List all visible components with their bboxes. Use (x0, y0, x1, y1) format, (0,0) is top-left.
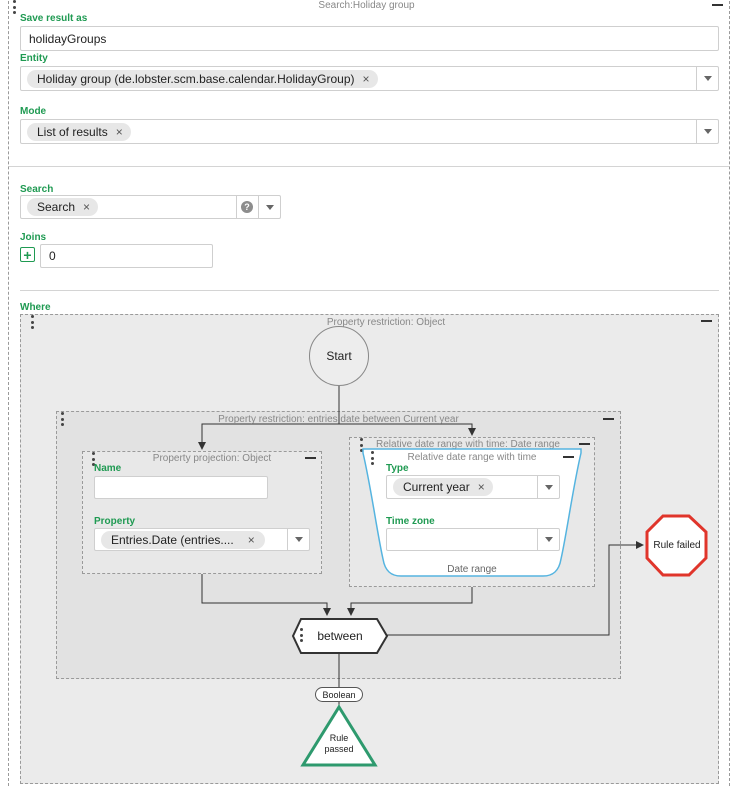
projection-name-label: Name (94, 463, 122, 474)
projection-property-chip-remove-icon[interactable]: × (247, 532, 255, 547)
rule-failed-octagon-icon (645, 514, 708, 577)
between-node-outline (291, 618, 389, 654)
projection-container (82, 451, 322, 574)
date-range-timezone-label: Time zone (386, 516, 435, 527)
search-select-separator (236, 196, 237, 218)
search-chip-label: Search (37, 200, 76, 214)
object-restriction-collapse-icon[interactable] (701, 320, 712, 322)
projection-property-label: Property (94, 516, 136, 527)
where-label: Where (20, 302, 51, 313)
mode-select[interactable]: List of results × (20, 119, 719, 144)
search-label: Search (20, 184, 54, 195)
joins-label: Joins (20, 232, 47, 243)
save-result-value: holidayGroups (29, 31, 107, 46)
object-restriction-drag-handle-icon[interactable] (30, 315, 34, 329)
search-container (8, 0, 730, 786)
projection-title: Property projection: Object (152, 453, 272, 464)
boolean-badge: Boolean (315, 687, 363, 702)
date-range-type-chip-label: Current year (403, 480, 470, 494)
save-result-input[interactable]: holidayGroups (20, 26, 719, 51)
projection-property-select[interactable]: Entries.Date (entries.... × (94, 528, 310, 551)
projection-property-chip-label: Entries.Date (entries.... (111, 532, 234, 547)
date-range-outer-drag-handle-icon[interactable] (359, 438, 363, 452)
entries-restriction-title: Property restriction: entries date betwe… (218, 414, 459, 425)
date-range-type-chip-remove-icon[interactable]: × (477, 480, 485, 494)
projection-collapse-icon[interactable] (305, 457, 316, 459)
date-range-inner-title: Relative date range with time (407, 452, 537, 463)
rule-failed-label: Rule failed (653, 540, 701, 551)
rule-passed-triangle-icon (300, 704, 378, 767)
joins-divider (20, 290, 719, 291)
rule-passed-line2: passed (324, 744, 354, 754)
date-range-timezone-dropdown-icon[interactable] (537, 529, 559, 550)
rule-passed-line1: Rule (329, 733, 349, 743)
start-node-label: Start (326, 349, 352, 363)
date-range-type-chip: Current year × (393, 478, 493, 496)
date-range-timezone-select[interactable] (386, 528, 560, 551)
boolean-badge-label: Boolean (322, 689, 356, 700)
flow-connectors (198, 385, 644, 706)
start-node[interactable]: Start (309, 326, 369, 386)
joins-input[interactable]: 0 (40, 244, 213, 268)
section-divider (9, 166, 729, 167)
object-restriction-title: Property restriction: Object (326, 317, 446, 328)
between-node-label: between (317, 629, 363, 643)
search-container-title: Search:Holiday group (318, 0, 415, 11)
date-range-type-select[interactable]: Current year × (386, 475, 560, 499)
search-select[interactable]: Search × ? (20, 195, 281, 219)
entries-restriction-drag-handle-icon[interactable] (60, 412, 64, 426)
date-range-inner-drag-handle-icon[interactable] (370, 451, 374, 465)
projection-name-input[interactable] (94, 476, 268, 499)
save-result-label: Save result as (20, 13, 88, 24)
joins-value: 0 (49, 249, 56, 263)
mode-label: Mode (20, 106, 47, 117)
date-range-inner-collapse-icon[interactable] (563, 456, 574, 458)
entity-label: Entity (20, 53, 48, 64)
search-dropdown-icon[interactable] (258, 196, 280, 218)
entries-restriction-collapse-icon[interactable] (603, 418, 614, 420)
projection-drag-handle-icon[interactable] (91, 452, 95, 466)
between-node-drag-handle-icon[interactable] (299, 628, 303, 642)
rule-passed-label: Rule passed (300, 733, 378, 755)
projection-property-dropdown-icon[interactable] (287, 529, 309, 550)
search-chip: Search × (27, 198, 99, 216)
search-container-drag-handle-icon[interactable] (12, 0, 16, 14)
entity-select[interactable]: Holiday group (de.lobster.scm.base.calen… (20, 66, 719, 91)
rule-failed-octagon-shape (645, 514, 708, 577)
rule-passed-triangle-shape (300, 704, 378, 767)
entity-dropdown-icon[interactable] (696, 67, 718, 90)
date-range-type-dropdown-icon[interactable] (537, 476, 559, 498)
entity-chip-remove-icon[interactable]: × (362, 71, 370, 86)
mode-chip-label: List of results (37, 124, 108, 139)
search-help-icon[interactable]: ? (241, 201, 253, 213)
date-range-type-label: Type (386, 463, 409, 474)
entity-chip: Holiday group (de.lobster.scm.base.calen… (27, 69, 378, 88)
entity-chip-label: Holiday group (de.lobster.scm.base.calen… (37, 71, 355, 86)
date-range-footer: Date range (447, 564, 497, 575)
search-container-collapse-icon[interactable] (712, 4, 723, 6)
date-range-outer-title: Relative date range with time: Date rang… (376, 439, 560, 450)
mode-chip: List of results × (27, 122, 131, 141)
mode-dropdown-icon[interactable] (696, 120, 718, 143)
projection-property-chip: Entries.Date (entries.... × (101, 530, 265, 549)
mode-chip-remove-icon[interactable]: × (115, 124, 123, 139)
search-chip-remove-icon[interactable]: × (83, 200, 91, 214)
add-join-plus-icon[interactable]: + (20, 247, 35, 262)
date-range-outer-collapse-icon[interactable] (579, 443, 590, 445)
between-node-shape[interactable] (291, 617, 389, 655)
